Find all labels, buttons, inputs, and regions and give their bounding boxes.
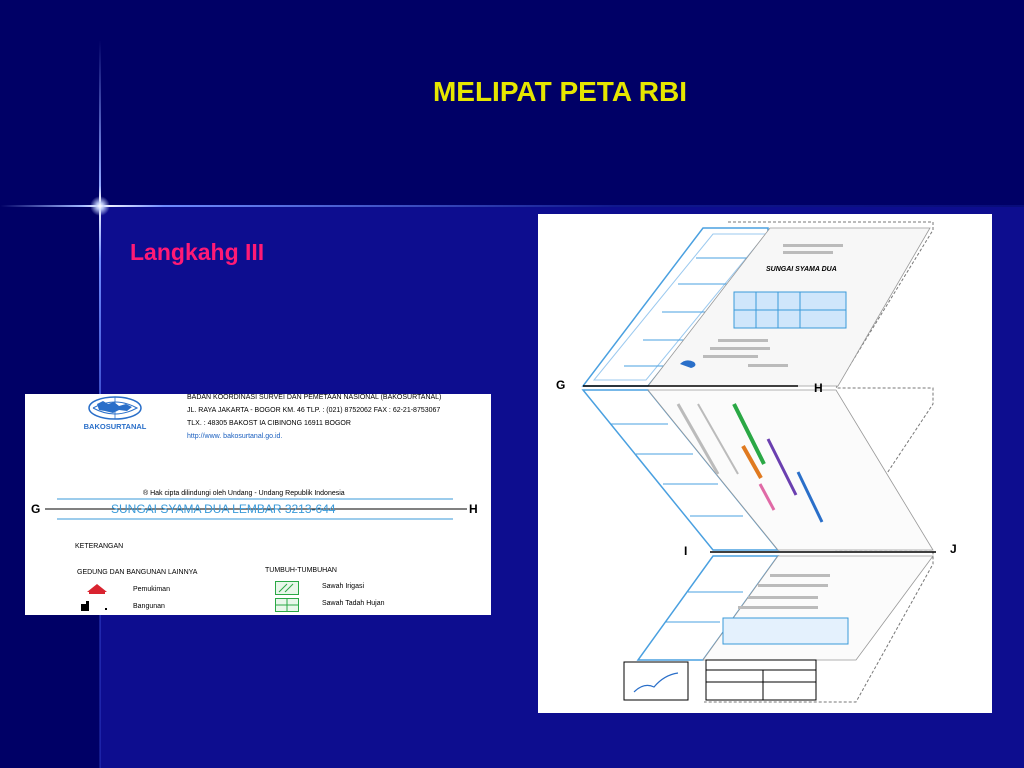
org-line-1: BADAN KOORDINASI SURVEI DAN PEMETAAN NAS… [187,394,442,401]
slide-title: MELIPAT PETA RBI [432,76,688,107]
slide-subtitle: Langkahg III [130,239,265,265]
fold-label-i: I [684,544,688,558]
copyright-text: ® Hak cipta dilindungi oleh Undang - Und… [143,490,345,497]
org-website-link[interactable]: http://www. bakosurtanal.go.id. [187,433,283,440]
top-band [0,0,1024,207]
map-legend-strip: BAKOSURTANAL BADAN KOORDINASI SURVEI DAN… [25,394,491,615]
legend-heading: KETERANGAN [75,543,124,550]
svg-text:BAKOSURTANAL: BAKOSURTANAL [84,422,147,431]
fold-label-j: J [950,542,957,556]
fold-label-g: G [556,378,566,392]
rainfed-rice-field-icon [275,598,299,612]
legend-item-sawah-irigasi: Sawah Irigasi [322,583,365,590]
fold-letter-g: G [31,502,41,516]
settlement-symbol-icon [87,584,107,594]
legend-group-buildings: GEDUNG DAN BANGUNAN LAINNYA [77,569,198,576]
bakosurtanal-logo-icon: BAKOSURTANAL [84,396,147,431]
folded-map-drawing: SUNGAI SYAMA DUA [581,221,936,703]
legend-item-bangunan: Bangunan [133,603,165,610]
irrigated-rice-field-icon [275,581,299,595]
building-symbol-icon [81,601,107,611]
light-flare-horizontal [0,205,1024,207]
legend-group-vegetation: TUMBUH-TUMBUHAN [265,567,337,574]
panel-title-text: SUNGAI SYAMA DUA [766,266,837,273]
fold-label-h: H [814,381,823,395]
legend-item-sawah-tadah: Sawah Tadah Hujan [322,600,385,607]
legend-fold-lines [45,498,467,520]
fold-letter-h: H [469,502,478,516]
map-sheet-title: SUNGAI SYAMA DUA LEMBAR 3213-644 [111,502,336,516]
folded-map-diagram: SUNGAI SYAMA DUA [538,214,992,713]
org-line-2: JL. RAYA JAKARTA - BOGOR KM. 46 TLP. : (… [187,407,441,414]
org-line-3: TLX. : 48305 BAKOST IA CIBINONG 16911 BO… [187,420,351,427]
legend-item-pemukiman: Pemukiman [133,586,170,593]
light-flare-core [90,196,110,216]
